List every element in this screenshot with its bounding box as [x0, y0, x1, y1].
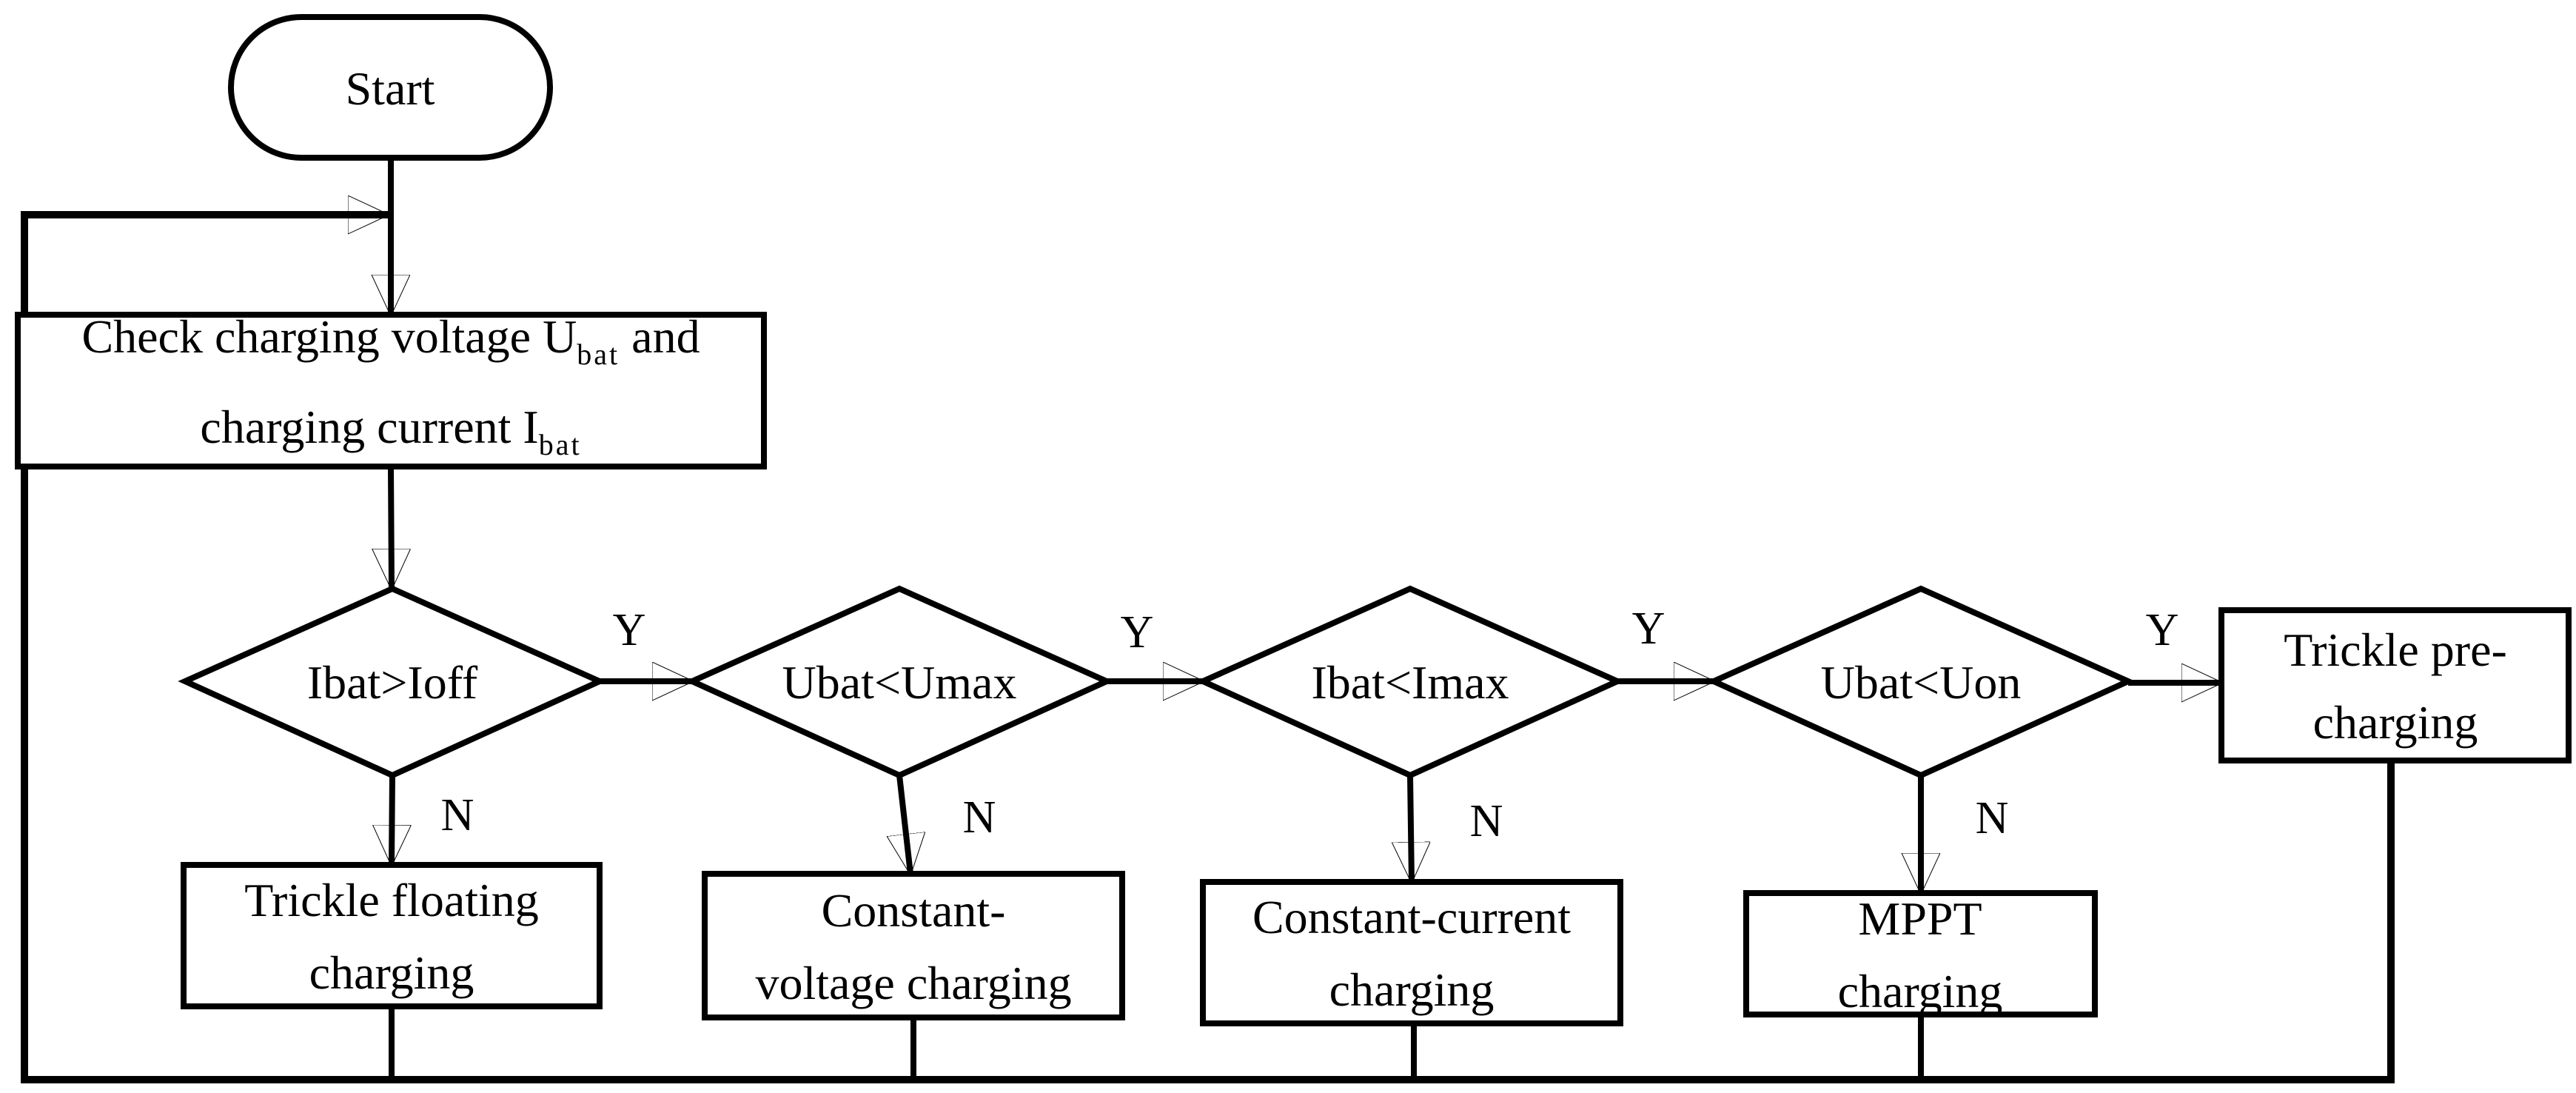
process-5-label: Trickle pre- charging — [2284, 624, 2507, 749]
i-bat-subscript: bat — [538, 428, 582, 461]
check-line-1: Check charging voltage Ubat and — [81, 310, 700, 371]
yes-label-4: Y — [2145, 605, 2179, 655]
feedback-loop-line — [21, 215, 2395, 1083]
process-1-label: Trickle floating charging — [244, 874, 539, 999]
decision3-no-arrow — [1410, 775, 1412, 882]
check-box-shape — [15, 312, 767, 469]
decision-3-shape — [1195, 585, 1625, 779]
check-line-2: charging current Ibat — [200, 401, 582, 461]
yes-label-2: Y — [1120, 607, 1154, 658]
check-to-decision1-arrow — [391, 466, 392, 589]
no-label-2: N — [962, 792, 996, 843]
yes-label-3: Y — [1631, 604, 1666, 654]
process-2-shape — [702, 871, 1125, 1020]
process-1-shape — [181, 862, 603, 1009]
decision-3-label: Ibat<Imax — [1311, 656, 1509, 709]
process-4-shape — [1743, 890, 2098, 1017]
process-3-shape — [1200, 879, 1623, 1026]
process-4-label: MPPT charging — [1837, 892, 2003, 1017]
decision2-no-arrow — [899, 775, 910, 874]
start-terminator-shape — [228, 14, 553, 161]
start-label: Start — [345, 62, 435, 115]
u-bat-subscript: bat — [577, 338, 620, 371]
decision-4-shape — [1706, 585, 2136, 779]
process-5-shape — [2218, 607, 2572, 763]
check-box-label: Check charging voltage Ubat and charging… — [81, 301, 700, 481]
decision-1-label: Ibat>Ioff — [306, 656, 478, 709]
no-label-1: N — [440, 790, 474, 840]
decision-1-shape — [178, 585, 607, 779]
decision-2-label: Ubat<Umax — [782, 656, 1017, 709]
decision-2-shape — [685, 585, 1114, 779]
no-label-3: N — [1469, 796, 1503, 846]
yes-label-1: Y — [612, 605, 646, 655]
no-label-4: N — [1975, 793, 2009, 843]
process-3-label: Constant-current charging — [1252, 891, 1572, 1016]
process-2-label: Constant- voltage charging — [755, 884, 1072, 1009]
decision-4-label: Ubat<Uon — [1820, 656, 2022, 709]
